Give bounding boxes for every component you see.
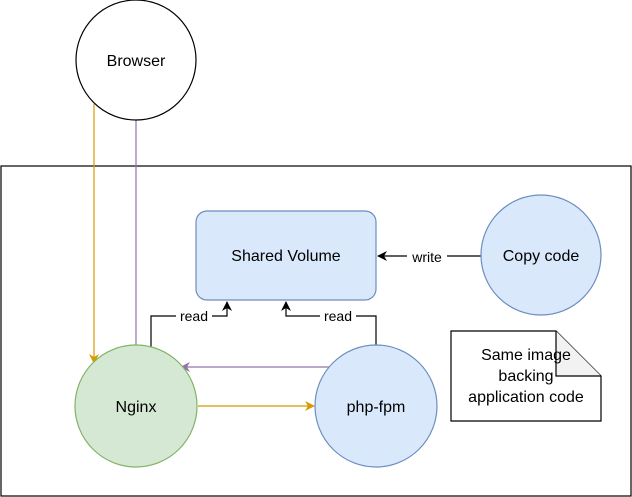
note-line-1: Same image — [481, 347, 571, 364]
edge-label-write: write — [411, 249, 442, 265]
node-php-fpm-label: php-fpm — [347, 399, 406, 416]
node-php-fpm: php-fpm — [314, 344, 438, 468]
node-copy-code-label: Copy code — [503, 248, 580, 265]
note-same-image: Same image backing application code — [450, 330, 602, 422]
container-boundary — [0, 165, 632, 497]
node-shared-volume: Shared Volume — [195, 210, 377, 301]
note-line-2: backing — [498, 368, 553, 385]
note-line-3: application code — [468, 389, 584, 406]
read-label-bg-php — [320, 308, 356, 324]
edge-label-read-php-fpm: read — [324, 308, 352, 324]
edge-label-read-nginx: read — [180, 308, 208, 324]
node-copy-code: Copy code — [480, 194, 602, 316]
node-nginx-label: Nginx — [116, 399, 157, 416]
node-shared-volume-label: Shared Volume — [231, 248, 341, 265]
write-label-bg — [407, 248, 447, 265]
node-nginx: Nginx — [74, 344, 198, 468]
node-browser: Browser — [75, 0, 197, 121]
node-browser-label: Browser — [107, 53, 166, 70]
read-label-bg-nginx — [176, 308, 212, 324]
